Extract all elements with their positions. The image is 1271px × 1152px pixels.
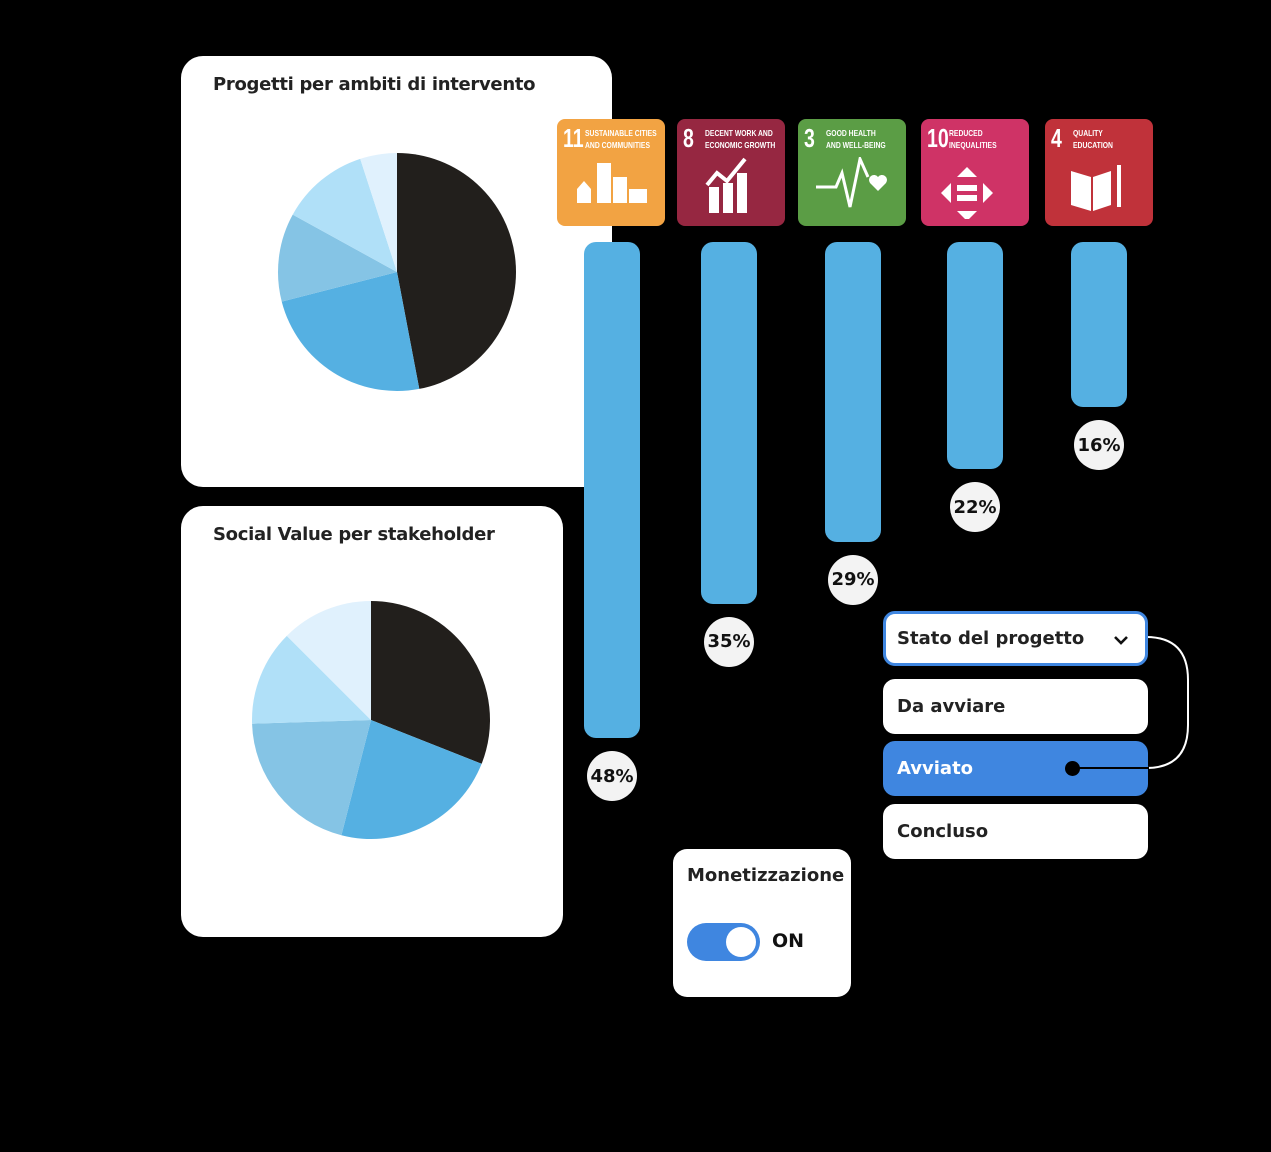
pie-slice bbox=[371, 601, 490, 764]
social-value-pie-card: Social Value per stakeholder bbox=[181, 506, 563, 937]
selected-dot-icon bbox=[1065, 761, 1080, 776]
monetizzazione-title: Monetizzazione bbox=[687, 865, 845, 886]
monetizzazione-card: Monetizzazione ON bbox=[673, 849, 851, 997]
pie-slice bbox=[252, 635, 371, 724]
sdg-bar-3 bbox=[825, 242, 881, 542]
sdg-percent-label: 35% bbox=[704, 616, 754, 667]
equality-arrows-icon bbox=[941, 167, 993, 219]
sdg-bar-8 bbox=[701, 242, 757, 604]
sdg-percent-label: 22% bbox=[950, 482, 1000, 533]
option-da-avviare[interactable]: Da avviare bbox=[883, 679, 1148, 734]
option-avviato[interactable]: Avviato bbox=[883, 741, 1149, 796]
option-label: Avviato bbox=[897, 758, 974, 779]
sdg-bar-10 bbox=[947, 242, 1003, 470]
projects-pie-card: Progetti per ambiti di intervento bbox=[181, 56, 612, 487]
dropdown-label: Stato del progetto bbox=[897, 628, 1085, 649]
social-value-pie-chart bbox=[252, 601, 490, 839]
pie-slice bbox=[360, 153, 397, 272]
monetizzazione-toggle[interactable] bbox=[687, 923, 760, 961]
sdg-number: 11 bbox=[563, 123, 584, 153]
sdg-number: 10 bbox=[927, 123, 949, 153]
card-title: Social Value per stakeholder bbox=[213, 524, 495, 545]
city-icon bbox=[577, 163, 647, 203]
status-dropdown[interactable]: Stato del progetto bbox=[883, 611, 1148, 666]
growth-chart-icon bbox=[705, 157, 747, 213]
sdg-percent-label: 48% bbox=[587, 751, 637, 801]
pie-slice bbox=[278, 214, 397, 302]
pie-slice bbox=[292, 158, 397, 272]
pie-slice bbox=[286, 601, 371, 720]
sdg-number: 3 bbox=[804, 123, 815, 153]
card-title: Progetti per ambiti di intervento bbox=[213, 74, 536, 95]
book-icon bbox=[1071, 165, 1121, 211]
option-label: Concluso bbox=[897, 821, 989, 842]
option-concluso[interactable]: Concluso bbox=[883, 804, 1148, 859]
toggle-state-label: ON bbox=[772, 930, 805, 952]
pie-slice bbox=[281, 272, 420, 391]
pie-slice bbox=[341, 720, 482, 839]
projects-pie-chart bbox=[278, 153, 516, 391]
sdg-percent-label: 16% bbox=[1074, 420, 1124, 471]
option-label: Da avviare bbox=[897, 696, 1006, 717]
sdg-number: 4 bbox=[1051, 123, 1062, 153]
sdg-percent-label: 29% bbox=[828, 554, 878, 605]
pie-slice bbox=[397, 153, 516, 389]
sdg-bar-11 bbox=[584, 242, 640, 738]
chevron-down-icon bbox=[1114, 636, 1128, 645]
sdg-number: 8 bbox=[683, 123, 694, 153]
sdg-bar-4 bbox=[1071, 242, 1127, 408]
heartbeat-icon bbox=[816, 157, 887, 208]
pie-slice bbox=[252, 720, 371, 836]
